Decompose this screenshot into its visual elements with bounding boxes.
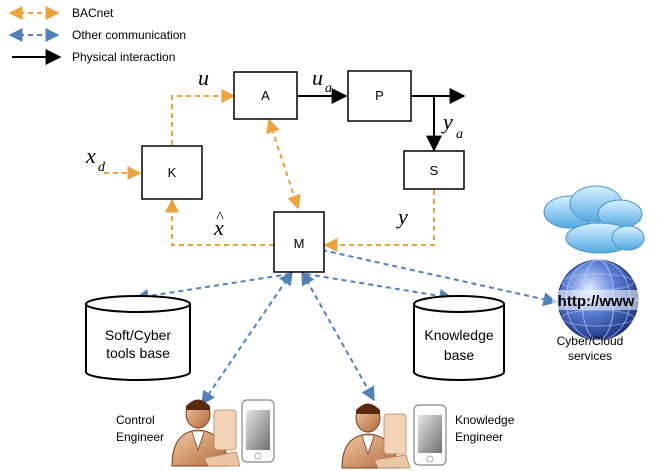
- knowledge-db-label-2: base: [444, 347, 475, 363]
- globe-icon: http://www: [552, 259, 640, 341]
- physical-links: [297, 88, 466, 152]
- block-k-label: K: [168, 165, 177, 180]
- control-engineer-figure: Control Engineer: [116, 399, 275, 467]
- signal-xd-sub: d: [98, 160, 106, 175]
- signal-labels: u u a y a x d x ^ y: [85, 65, 463, 240]
- knowledge-db-label-1: Knowledge: [424, 327, 493, 343]
- link-m-control-engineer: [201, 270, 293, 406]
- database-knowledge: Knowledge base: [413, 295, 505, 381]
- block-m: M: [273, 211, 325, 273]
- link-m-to-soft-db: [134, 273, 291, 303]
- block-a: A: [233, 71, 298, 120]
- link-m-knowledge-engineer: [301, 270, 375, 402]
- soft-cyber-label-1: Soft/Cyber: [105, 327, 171, 343]
- control-engineer-label-2: Engineer: [116, 430, 164, 444]
- person-icon: [171, 399, 241, 467]
- legend-bacnet-label: BACnet: [72, 6, 114, 20]
- signal-ua-sub: a: [325, 81, 332, 96]
- signal-xd: x: [85, 143, 96, 168]
- knowledge-engineer-label-2: Engineer: [455, 430, 503, 444]
- signal-ya-sub: a: [456, 127, 463, 142]
- block-s-label: S: [430, 163, 439, 178]
- signal-y: y: [396, 204, 408, 229]
- link-m-to-cloud: [321, 249, 558, 307]
- bacnet-links: [104, 89, 435, 252]
- control-engineer-label-1: Control: [116, 413, 155, 427]
- signal-u: u: [198, 65, 209, 90]
- link-a-m: [266, 118, 301, 210]
- other-links: [134, 249, 558, 406]
- signal-xhat-accent: ^: [216, 209, 224, 226]
- knowledge-engineer-label-1: Knowledge: [455, 413, 515, 427]
- signal-ua: u: [312, 65, 323, 90]
- block-s: S: [403, 150, 465, 190]
- block-a-label: A: [261, 88, 270, 103]
- cloud-label-1: Cyber/Cloud: [557, 334, 624, 348]
- block-k: K: [141, 145, 203, 200]
- block-m-label: M: [294, 236, 305, 251]
- link-s-to-m: [323, 190, 435, 252]
- database-soft-cyber: Soft/Cyber tools base: [85, 295, 191, 381]
- phone-icon: [413, 404, 447, 466]
- phone-icon: [241, 399, 275, 463]
- legend: BACnet Other communication Physical inte…: [8, 6, 186, 65]
- cloud-icon: [543, 185, 645, 254]
- link-k-to-a: [171, 89, 236, 145]
- block-p: P: [347, 70, 412, 122]
- legend-other-label: Other communication: [72, 28, 186, 42]
- signal-ya: y: [441, 109, 453, 134]
- link-m-to-k: [165, 198, 274, 246]
- block-p-label: P: [375, 88, 384, 103]
- person-icon: [341, 403, 411, 469]
- globe-text: http://www: [558, 293, 635, 310]
- soft-cyber-label-2: tools base: [106, 345, 170, 361]
- signal-xhat: x: [213, 215, 224, 240]
- knowledge-engineer-figure: Knowledge Engineer: [341, 403, 515, 469]
- legend-physical-label: Physical interaction: [72, 50, 175, 64]
- cloud-label-2: services: [568, 349, 612, 363]
- link-m-to-knowledge-db: [305, 273, 454, 303]
